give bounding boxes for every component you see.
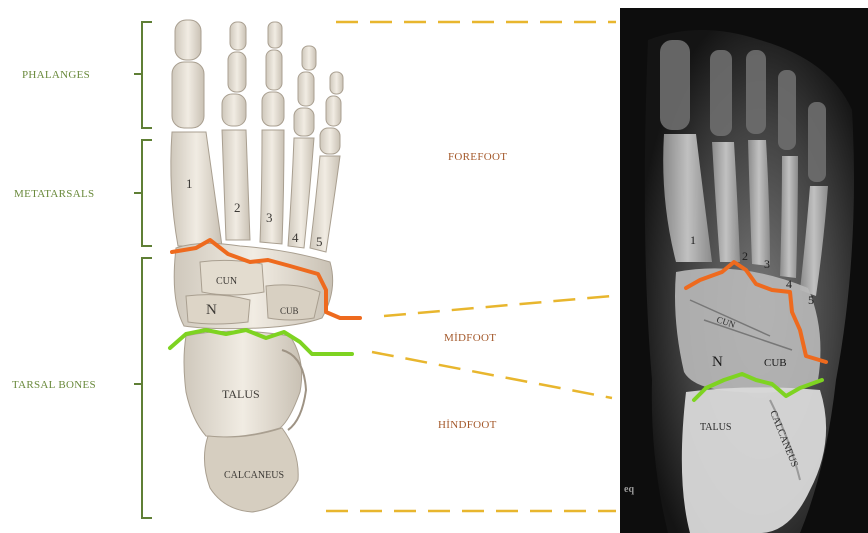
- metatarsals-label: METATARSALS: [14, 188, 94, 200]
- model-metatarsal-4-label: 4: [292, 230, 299, 245]
- forefoot-region-label: FOREFOOT: [448, 151, 507, 163]
- model-metatarsal-1-label: 1: [186, 176, 193, 191]
- xray-metatarsal-1-label: 1: [690, 233, 696, 247]
- model-metatarsal-2-label: 2: [234, 200, 241, 215]
- model-calcaneus-label: CALCANEUS: [224, 470, 284, 481]
- model-talus-label: TALUS: [222, 387, 260, 401]
- xray-metatarsal-5-label: 5: [808, 293, 814, 307]
- xray-marker-label: eq: [624, 484, 634, 495]
- metatarsals-model: [171, 130, 340, 252]
- model-cuboid-label: CUB: [280, 306, 299, 316]
- guide-dashes: [326, 22, 616, 511]
- xray-metatarsal-3-label: 3: [764, 257, 770, 271]
- forefoot-midfoot-guide-dash: [384, 296, 612, 316]
- xray-talus-label: TALUS: [700, 422, 731, 433]
- foot-bone-model: [171, 20, 343, 512]
- model-metatarsal-3-label: 3: [266, 210, 273, 225]
- tarsal-bones-bracket: [134, 258, 152, 518]
- metatarsals-bracket: [134, 140, 152, 246]
- bone-group-brackets: [134, 22, 152, 518]
- midfoot-region-label: MİDFOOT: [444, 332, 496, 344]
- xray-cuboid-label: CUB: [764, 357, 787, 369]
- xray-metatarsal-4-label: 4: [786, 277, 792, 291]
- model-navicular-label: N: [206, 302, 217, 318]
- phalanges-bracket: [134, 22, 152, 128]
- tarsals-model: [174, 243, 332, 328]
- xray-metatarsal-2-label: 2: [742, 249, 748, 263]
- midfoot-hindfoot-guide-dash: [372, 352, 612, 398]
- hindfoot-model: [184, 331, 306, 512]
- tarsal-bones-label: TARSAL BONES: [12, 379, 96, 391]
- model-cuneiform-label: CUN: [216, 276, 237, 287]
- model-metatarsal-5-label: 5: [316, 234, 323, 249]
- phalanges-label: PHALANGES: [22, 69, 90, 81]
- hindfoot-region-label: HİNDFOOT: [438, 419, 497, 431]
- xray-navicular-label: N: [712, 354, 723, 370]
